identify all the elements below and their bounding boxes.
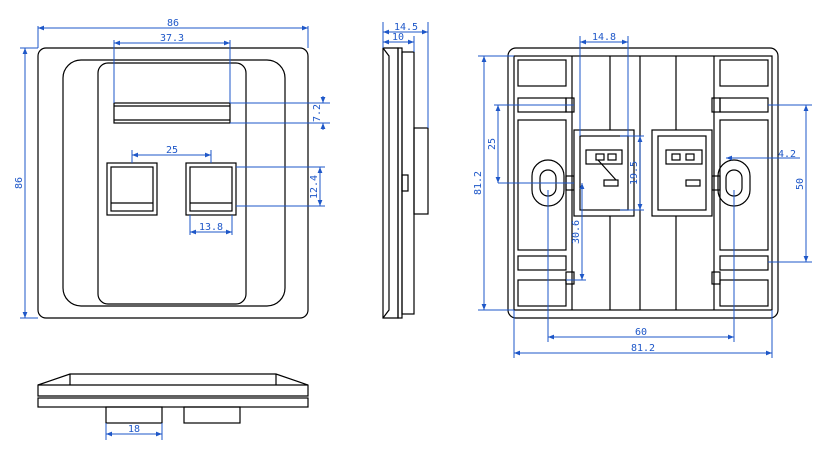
front-height-label: 86	[14, 177, 25, 189]
side-plate-depth-label: 10	[392, 32, 404, 43]
port-right	[185, 162, 237, 216]
port-spacing-label: 25	[166, 145, 178, 156]
front-width-label: 86	[167, 18, 179, 29]
rear-module-width-label: 14.8	[592, 32, 616, 43]
bottom-plate-back	[37, 397, 309, 408]
side-plate-front	[382, 47, 399, 319]
label-window	[113, 102, 231, 124]
front-view: 86 37.3 7.2 25 12.4 13.8 86	[14, 18, 330, 319]
front-bevel	[62, 59, 286, 307]
rear-upper-offset-label: 25	[487, 138, 498, 150]
port-left	[106, 162, 158, 216]
rear-slot-width-label: 4.2	[778, 149, 796, 160]
rear-height-label: 81.2	[473, 171, 484, 195]
bottom-module-left	[105, 406, 163, 424]
rear-view: 14.8 25 81.2 30.6 19.5 4.2 50 60	[473, 32, 812, 358]
label-window-height-label: 7.2	[312, 104, 323, 122]
rear-module-right	[651, 129, 713, 217]
label-window-width-label: 37.3	[160, 33, 184, 44]
rear-module-height-label: 30.6	[571, 220, 582, 244]
bottom-module-right	[183, 406, 241, 424]
port-width-label: 13.8	[199, 222, 223, 233]
side-total-depth-label: 14.5	[394, 22, 418, 33]
rear-width-label: 81.2	[631, 343, 655, 354]
front-outer-plate	[37, 47, 309, 319]
bottom-view: 18	[37, 373, 309, 440]
front-inner-panel	[97, 62, 247, 305]
bottom-module-width-label: 18	[128, 424, 140, 435]
rear-module-left	[573, 129, 635, 217]
rear-hole-horizontal-label: 60	[635, 327, 647, 338]
side-view: 14.5 10	[382, 22, 429, 319]
rear-module-inner-label: 19.5	[629, 161, 640, 185]
port-height-label: 12.4	[309, 175, 320, 199]
rear-hole-vertical-label: 50	[795, 178, 806, 190]
side-module	[413, 127, 429, 215]
